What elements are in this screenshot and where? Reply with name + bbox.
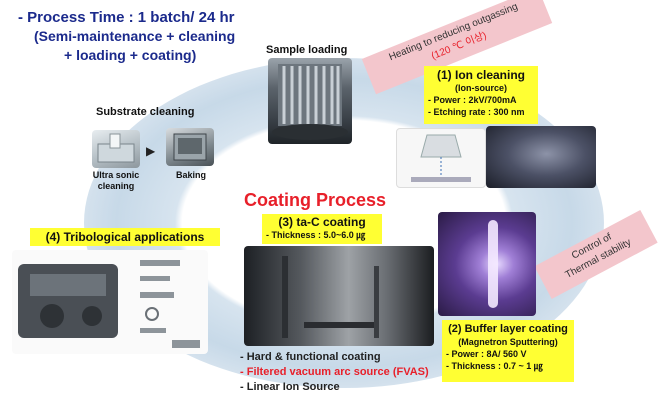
engine-parts-image [12, 250, 208, 354]
sample-loading-label: Sample loading [266, 44, 348, 56]
ion-cleaning-subtitle: (Ion-source) [454, 83, 507, 93]
arrow-icon: ▶ [146, 144, 156, 158]
ultrasonic-cleaning-photo [92, 130, 140, 168]
tac-coating-title: (3) ta-C coating [278, 215, 366, 229]
process-time-line3: + loading + coating) [64, 47, 197, 63]
tac-chamber-photo [244, 246, 434, 346]
coating-process-title: Coating Process [244, 190, 387, 210]
buffer-layer-photo [438, 212, 536, 316]
buffer-layer-box: (2) Buffer layer coating (Magnetron Sput… [442, 320, 574, 382]
feature-bullet-list: - Hard & functional coating - Filtered v… [240, 350, 429, 395]
ion-cleaning-etching: - Etching rate : 300 nm [428, 107, 525, 117]
ion-cleaning-photo [486, 126, 596, 188]
ion-source-diagram [396, 128, 486, 188]
engine-icon [18, 260, 200, 348]
chamber-fixture-icon [282, 256, 379, 338]
sample-loading-photo [268, 58, 352, 144]
ion-cleaning-title: (1) Ion cleaning [436, 68, 525, 82]
process-time-line1: - Process Time : 1 batch/ 24 hr [18, 9, 235, 26]
ultrasonic-cleaning-label: Ultra sonic cleaning [92, 170, 140, 191]
buffer-layer-title: (2) Buffer layer coating [448, 323, 568, 335]
bullet-hard-coating: - Hard & functional coating [240, 351, 381, 363]
bullet-fvas: - Filtered vacuum arc source (FVAS) [240, 366, 429, 378]
baking-label: Baking [176, 170, 207, 180]
buffer-layer-thickness: - Thickness : 0.7 ~ 1 ㎍ [446, 361, 543, 371]
plasma-glow-icon [488, 220, 498, 308]
heating-note-line1: Heating to reducing outgassing [387, 1, 520, 64]
buffer-layer-subtitle: (Magnetron Sputtering) [458, 337, 558, 347]
process-time-line2: (Semi-maintenance + cleaning [34, 28, 236, 44]
bullet-linear-ion-source: - Linear Ion Source [240, 381, 340, 393]
sample-rack-icon [272, 64, 348, 140]
ion-cleaning-box: (1) Ion cleaning (Ion-source) - Power : … [424, 66, 538, 124]
tac-coating-thickness: - Thickness : 5.0~6.0 ㎍ [266, 230, 366, 240]
oven-icon [173, 133, 207, 161]
ion-source-schematic-icon [411, 134, 471, 182]
substrate-cleaning-label: Substrate cleaning [96, 106, 195, 118]
tribological-label: (4) Tribological applications [30, 228, 220, 246]
ion-cleaning-power: - Power : 2kV/700mA [428, 95, 517, 105]
tac-coating-box: (3) ta-C coating - Thickness : 5.0~6.0 ㎍ [262, 214, 382, 244]
buffer-layer-power: - Power : 8A/ 560 V [446, 349, 527, 359]
process-time-header: - Process Time : 1 batch/ 24 hr (Semi-ma… [6, 8, 276, 65]
baking-photo [166, 128, 214, 166]
ultrasonic-bath-icon [97, 133, 135, 163]
